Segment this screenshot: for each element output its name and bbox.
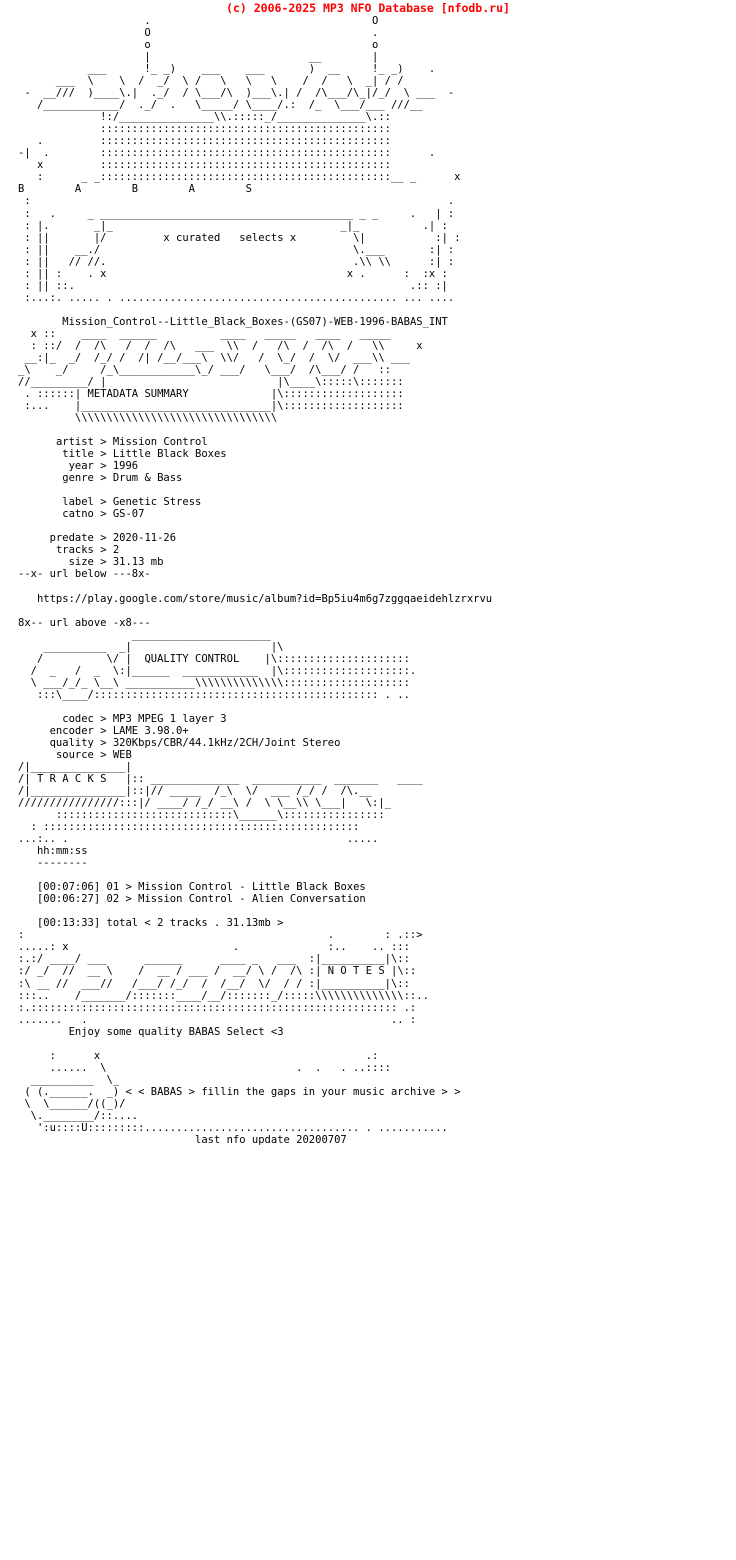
url-top-marker: --x- url below ---8x-	[18, 568, 151, 581]
label-value: Genetic Stress	[112, 496, 202, 509]
notes-text: Enjoy some quality BABAS Select <3	[68, 1025, 284, 1038]
metadata-banner-art: x :: ____ ______ ____ _____ ____ _____ :…	[18, 327, 423, 425]
tracks-banner-art: /|_______________| /| T R A C K S |:: __…	[18, 760, 423, 846]
url-block: --x- url below ---8x- https://play.googl…	[0, 568, 736, 628]
tracks-count-value: 2	[112, 544, 120, 557]
metadata-banner-label: METADATA SUMMARY	[87, 387, 189, 400]
track-separator: >	[125, 893, 132, 906]
track-number: 02	[106, 893, 120, 906]
quality-value: 320Kbps/CBR/44.1kHz/2CH/Joint Stereo	[112, 736, 341, 749]
size-label: size	[68, 556, 94, 569]
artist-label: artist	[55, 436, 94, 449]
metadata-fields: artist > Mission Control title > Little …	[49, 436, 227, 569]
catno-label: catno	[62, 508, 94, 521]
track-title: Mission Control - Alien Conversation	[138, 893, 366, 906]
notes-banner-label: N O T E S	[327, 965, 385, 978]
genre-label: genre	[62, 472, 94, 485]
tracks-banner-label: T R A C K S	[36, 772, 107, 785]
catno-value: GS-07	[112, 508, 145, 521]
curated-selects-tagline: x curated selects x	[163, 231, 297, 244]
track-time: [00:07:06]	[36, 881, 101, 894]
size-value: 31.13 mb	[112, 556, 164, 569]
track-separator: >	[125, 881, 132, 894]
babas-frame-art: : . : . _ ______________________________…	[24, 195, 461, 304]
quality-fields: codec > MP3 MPEG 1 layer 3 encoder > LAM…	[49, 712, 341, 761]
predate-label: predate	[49, 532, 94, 545]
codec-value: MP3 MPEG 1 layer 3	[112, 712, 227, 725]
encoder-value: LAME 3.98.0+	[112, 724, 189, 737]
release-url[interactable]: https://play.google.com/store/music/albu…	[36, 592, 493, 605]
tracks-count-label: tracks	[55, 544, 94, 557]
title-label: title	[62, 448, 94, 461]
quality-banner-label: QUALITY CONTROL	[144, 652, 240, 665]
title-value: Little Black Boxes	[112, 448, 227, 461]
track-row: [00:07:06] 01 > Mission Control - Little…	[37, 881, 366, 893]
release-dirname-line: Mission_Control--Little_Black_Boxes-(GS0…	[0, 304, 736, 328]
source-value: WEB	[112, 748, 132, 761]
track-row: [00:06:27] 02 > Mission Control - Alien …	[37, 893, 366, 905]
footer-art: : x .: ...... \ . . . ..:::: __________ …	[24, 1049, 461, 1134]
time-header-rule: --------	[36, 857, 88, 870]
track-number: 01	[106, 881, 120, 894]
quality-banner-art: ______________________ __________ _| |\ …	[30, 628, 417, 701]
url-bottom-marker: 8x-- url above -x8---	[18, 616, 151, 629]
last-update: last nfo update 20200707	[195, 1133, 347, 1146]
source-label: source	[55, 748, 94, 761]
year-label: year	[68, 460, 94, 473]
tracklist-total: [00:13:33] total < 2 tracks . 31.13mb >	[36, 917, 284, 930]
time-header: hh:mm:ss	[36, 845, 88, 858]
notes-banner-art: : . : .::> .....: x . :.. .. ::: :.:/ __…	[18, 929, 429, 1026]
year-value: 1996	[112, 460, 139, 473]
footer-update-block: last nfo update 20200707	[0, 1134, 736, 1146]
encoder-label: encoder	[49, 724, 94, 737]
predate-value: 2020-11-26	[112, 532, 177, 545]
babas-letters: B A B A S	[18, 183, 252, 196]
site-header: (c) 2006-2025 MP3 NFO Database [nfodb.ru…	[226, 1, 510, 15]
genre-value: Drum & Bass	[112, 472, 183, 485]
tracklist: hh:mm:ss -------- [00:07:06] 01 > Missio…	[0, 845, 736, 929]
top-ascii-art: . O O . o o |	[18, 15, 461, 184]
label-label: label	[62, 496, 94, 509]
footer-slogan: < < BABAS > fillin the gaps in your musi…	[125, 1085, 461, 1098]
codec-label: codec	[62, 712, 94, 725]
track-time: [00:06:27]	[36, 893, 101, 906]
quality-label: quality	[49, 736, 94, 749]
artist-value: Mission Control	[112, 436, 208, 449]
track-title: Mission Control - Little Black Boxes	[138, 881, 366, 894]
babas-logo-block: B A B A S	[0, 183, 736, 195]
notes-text-block: Enjoy some quality BABAS Select <3	[0, 1026, 736, 1038]
release-dirname: Mission_Control--Little_Black_Boxes-(GS0…	[62, 315, 448, 328]
